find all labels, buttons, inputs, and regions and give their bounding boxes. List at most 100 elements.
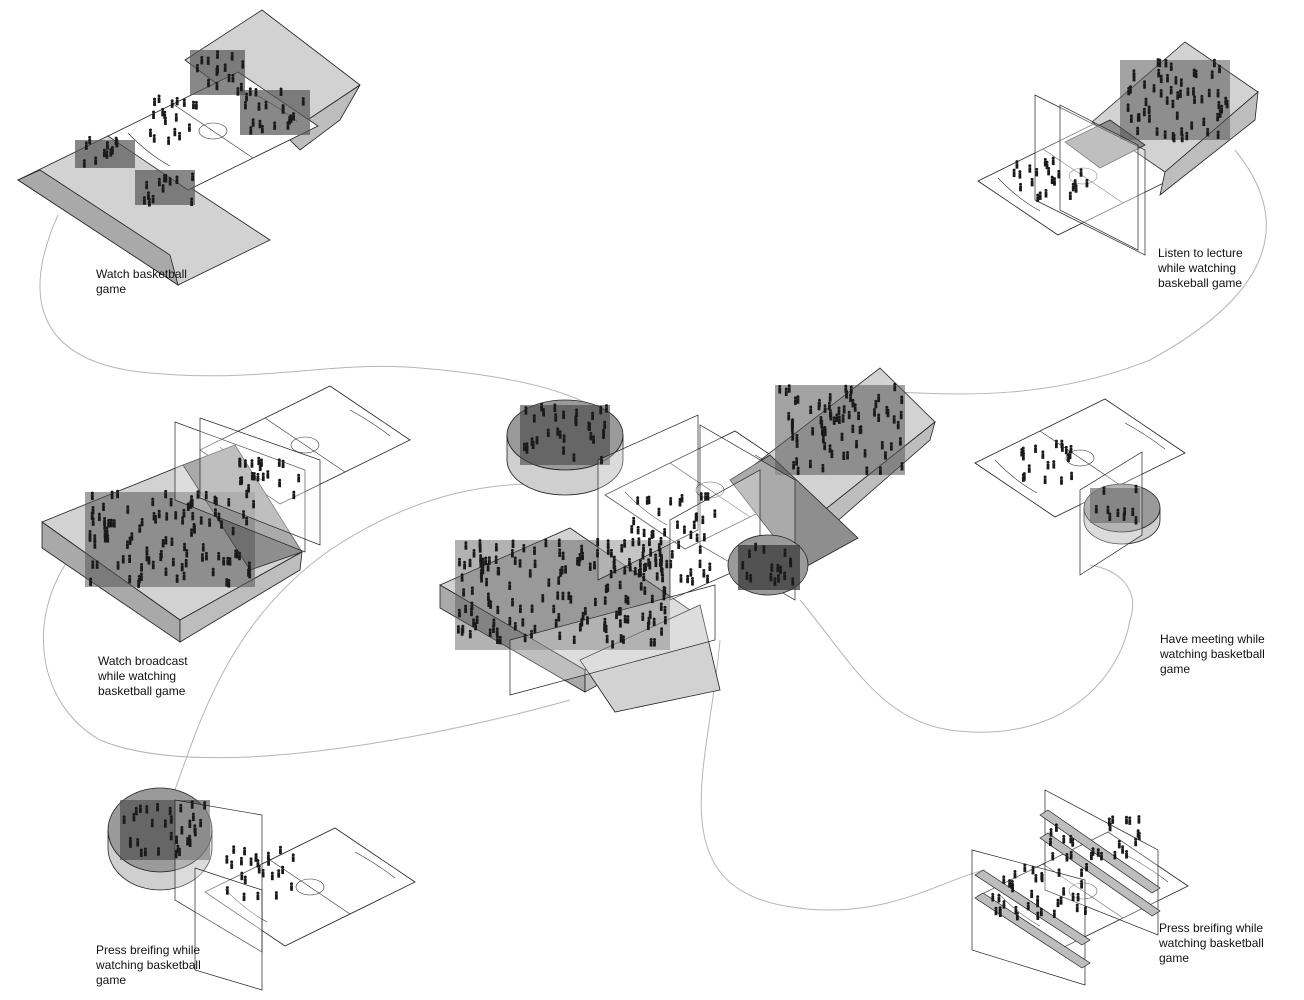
person-figure: [226, 556, 230, 566]
person-figure: [784, 387, 788, 396]
person-figure: [1144, 97, 1148, 107]
person-figure: [832, 416, 836, 425]
person-figure: [484, 556, 488, 565]
person-figure: [168, 177, 172, 186]
person-figure: [91, 505, 95, 515]
person-figure: [773, 577, 777, 586]
person-figure: [606, 539, 610, 548]
person-figure: [603, 623, 607, 632]
person-figure: [1028, 164, 1032, 173]
person-figure: [152, 511, 156, 521]
person-figure: [182, 571, 186, 581]
person-figure: [277, 869, 281, 878]
person-figure: [1069, 444, 1073, 454]
person-figure: [557, 612, 561, 622]
person-figure: [261, 868, 265, 878]
person-figure: [865, 466, 869, 475]
label-line: Listen to lecture: [1158, 246, 1243, 260]
person-figure: [533, 559, 537, 568]
person-figure: [518, 604, 522, 614]
person-figure: [708, 562, 712, 571]
person-figure: [292, 112, 296, 121]
person-figure: [1128, 816, 1132, 825]
person-figure: [651, 529, 655, 539]
person-figure: [842, 405, 846, 414]
person-figure: [552, 604, 556, 614]
person-figure: [1036, 911, 1040, 920]
person-figure: [182, 98, 186, 107]
person-figure: [588, 562, 592, 571]
person-figure: [857, 411, 861, 421]
person-figure: [481, 565, 485, 575]
person-figure: [655, 572, 659, 581]
person-figure: [508, 581, 512, 590]
person-figure: [462, 588, 466, 597]
person-figure: [489, 600, 493, 609]
person-figure: [1011, 883, 1015, 893]
person-figure: [779, 565, 783, 575]
person-figure: [494, 555, 498, 564]
person-figure: [620, 543, 624, 553]
person-figure: [544, 538, 548, 548]
person-figure: [692, 520, 696, 530]
person-figure: [145, 180, 149, 190]
person-figure: [191, 511, 195, 521]
person-figure: [88, 530, 92, 539]
person-figure: [877, 413, 881, 422]
person-figure: [174, 113, 178, 122]
person-figure: [156, 802, 160, 812]
person-figure: [599, 455, 603, 465]
person-figure: [257, 102, 261, 111]
person-figure: [702, 532, 706, 542]
person-figure: [546, 428, 550, 437]
person-figure: [1180, 133, 1184, 143]
person-figure: [1163, 130, 1167, 139]
person-figure: [152, 134, 156, 143]
person-figure: [849, 393, 853, 403]
person-figure: [863, 448, 867, 458]
person-figure: [647, 537, 651, 547]
person-figure: [580, 544, 584, 554]
person-figure: [1134, 484, 1138, 494]
person-figure: [207, 78, 211, 88]
person-figure: [169, 815, 173, 824]
person-figure: [592, 435, 596, 444]
person-figure: [1137, 112, 1141, 122]
person-figure: [652, 637, 656, 647]
person-figure: [1036, 895, 1040, 904]
person-figure: [227, 73, 231, 83]
person-figure: [243, 875, 247, 884]
person-figure: [522, 442, 526, 452]
person-figure: [626, 615, 630, 624]
person-figure: [170, 99, 174, 108]
person-figure: [602, 430, 606, 439]
person-figure: [1169, 85, 1173, 95]
person-figure: [137, 579, 141, 588]
person-figure: [126, 505, 130, 514]
person-figure: [225, 578, 229, 587]
person-figure: [659, 602, 663, 611]
person-figure: [109, 518, 113, 528]
person-figure: [554, 618, 558, 628]
person-figure: [1096, 848, 1100, 857]
person-figure: [997, 893, 1001, 903]
person-figure: [819, 415, 823, 425]
person-figure: [140, 563, 144, 572]
person-figure: [492, 618, 496, 627]
person-figure: [508, 616, 512, 626]
person-figure: [181, 516, 185, 525]
person-figure: [678, 497, 682, 507]
person-figure: [277, 458, 281, 467]
person-figure: [134, 806, 138, 816]
person-figure: [150, 818, 154, 828]
person-figure: [251, 118, 255, 127]
person-figure: [231, 73, 235, 83]
person-figure: [1136, 126, 1140, 136]
person-figure: [138, 804, 142, 814]
person-figure: [182, 508, 186, 518]
person-figure: [1057, 868, 1061, 877]
person-figure: [176, 844, 180, 854]
person-figure: [250, 459, 254, 468]
person-figure: [247, 561, 251, 570]
person-figure: [1041, 450, 1045, 459]
